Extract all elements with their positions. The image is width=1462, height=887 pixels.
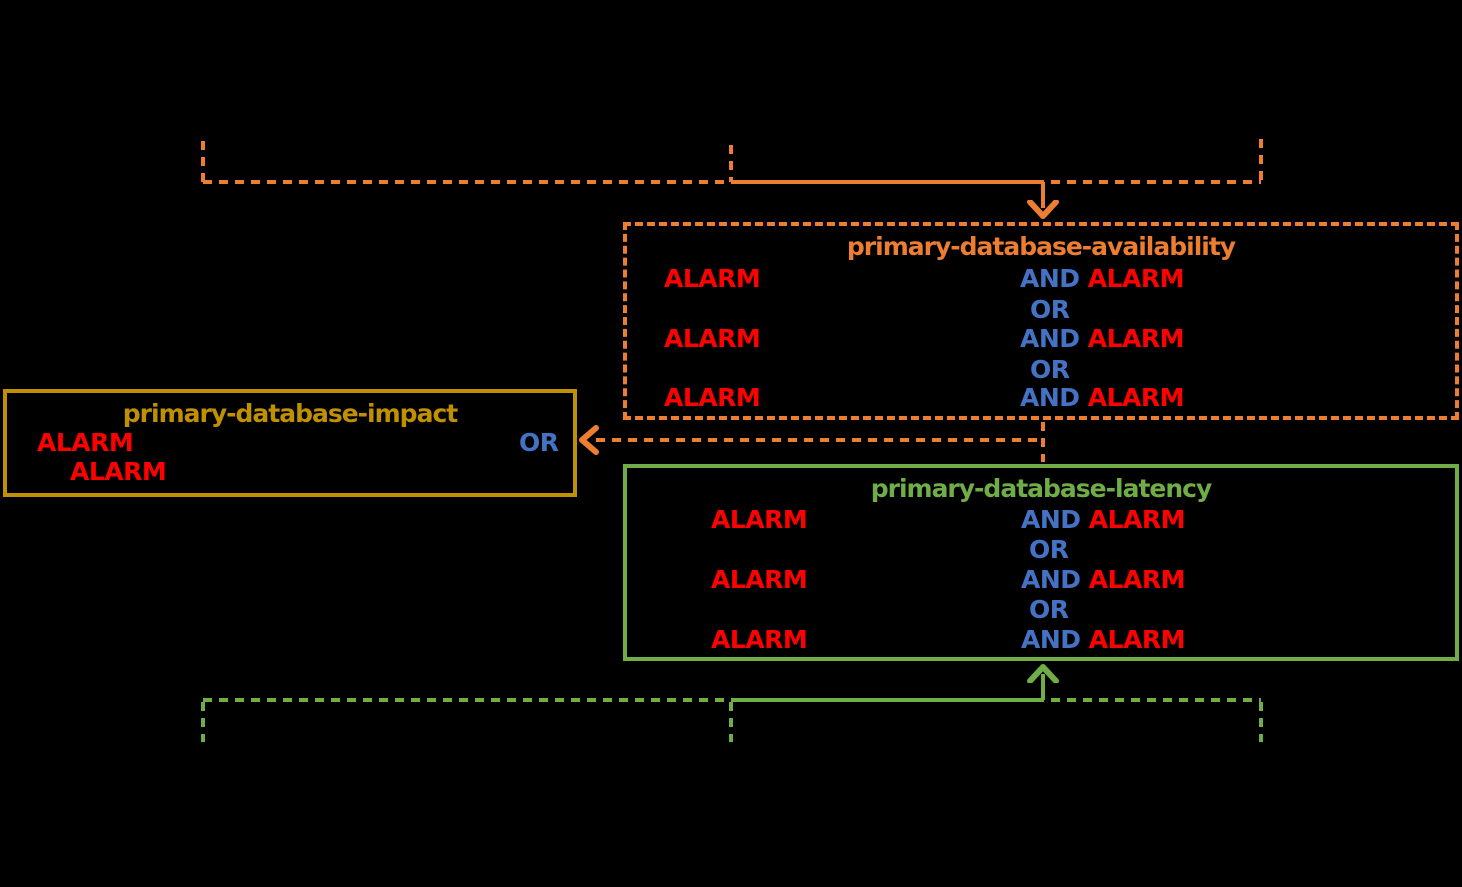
availability-box-title: primary-database-availability <box>846 232 1236 261</box>
arrowhead-up-icon <box>1027 664 1059 683</box>
alarm-label: ALARM <box>1087 383 1185 412</box>
alarm-label: ALARM <box>664 264 761 293</box>
and-alarm-group: AND ALARM <box>1020 264 1185 293</box>
and-label: AND <box>1021 565 1081 594</box>
and-label: AND <box>1020 264 1080 293</box>
latency-box-title: primary-database-latency <box>870 474 1213 503</box>
alarm-label: ALARM <box>1088 505 1186 534</box>
alarm-label: ALARM <box>1088 625 1186 654</box>
and-alarm-group: AND ALARM <box>1020 383 1185 412</box>
alarm-label: ALARM <box>711 505 808 534</box>
connector-availability-to-impact <box>596 438 1043 442</box>
and-alarm-group: AND ALARM <box>1021 565 1186 594</box>
top-bracket-tick-middle <box>729 145 733 182</box>
connector-availability-drop <box>1041 422 1045 462</box>
latency-box: primary-database-latency ALARM AND ALARM… <box>623 464 1459 661</box>
and-label: AND <box>1020 324 1080 353</box>
alarm-label: ALARM <box>1088 565 1186 594</box>
alarm-label: ALARM <box>664 383 761 412</box>
or-label: OR <box>1029 535 1069 564</box>
alarm-label: ALARM <box>70 457 167 486</box>
alarm-label: ALARM <box>1087 264 1185 293</box>
and-label: AND <box>1021 625 1081 654</box>
or-label: OR <box>1029 595 1069 624</box>
or-label: OR <box>519 428 559 457</box>
arrow-shaft-into-availability <box>1041 182 1045 208</box>
alarm-label: ALARM <box>711 565 808 594</box>
top-bracket-tick-right <box>1259 139 1263 182</box>
alarm-label: ALARM <box>664 324 761 353</box>
bottom-bracket-tick-middle <box>729 702 733 742</box>
top-bracket-tick-left <box>201 141 205 182</box>
alarm-label: ALARM <box>37 428 134 457</box>
bottom-bracket-tick-left <box>201 702 205 742</box>
availability-box: primary-database-availability ALARM AND … <box>623 222 1459 420</box>
and-alarm-group: AND ALARM <box>1021 505 1186 534</box>
top-bracket-solid-segment <box>731 180 1043 184</box>
or-label: OR <box>1030 295 1070 324</box>
arrow-shaft-into-latency <box>1041 674 1045 700</box>
bottom-bracket-solid-segment <box>731 698 1043 702</box>
and-label: AND <box>1021 505 1081 534</box>
and-label: AND <box>1020 383 1080 412</box>
alarm-label: ALARM <box>1087 324 1185 353</box>
and-alarm-group: AND ALARM <box>1020 324 1185 353</box>
alarm-label: ALARM <box>711 625 808 654</box>
impact-box-title: primary-database-impact <box>122 399 458 428</box>
arrowhead-left-icon <box>579 425 599 455</box>
bottom-bracket-tick-right <box>1259 702 1263 742</box>
and-alarm-group: AND ALARM <box>1021 625 1186 654</box>
or-label: OR <box>1030 355 1070 384</box>
arrowhead-down-icon <box>1027 200 1059 219</box>
impact-box: primary-database-impact ALARM OR ALARM <box>3 389 577 497</box>
